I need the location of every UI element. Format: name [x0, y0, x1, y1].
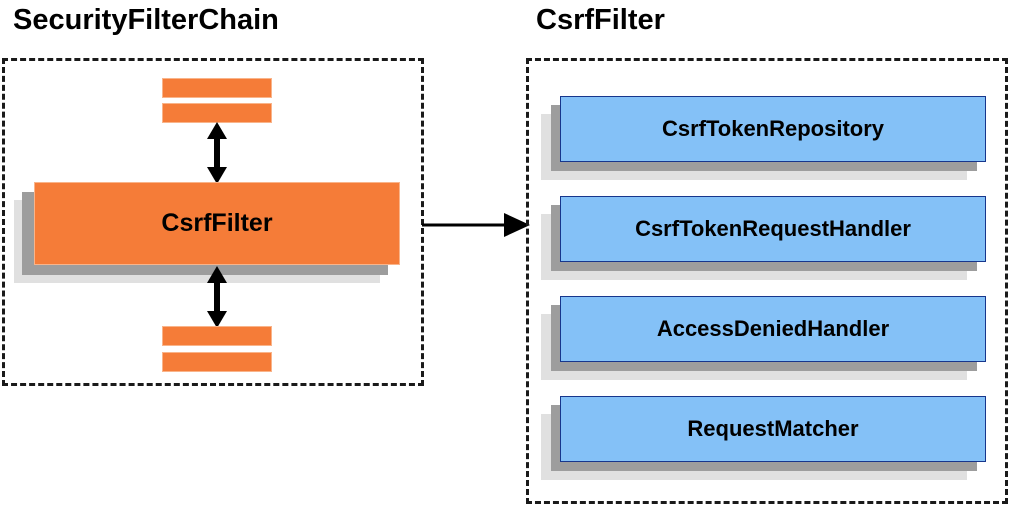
filter-bar-above-2 — [162, 103, 272, 123]
collaborator-box[interactable]: RequestMatcher — [541, 396, 1006, 496]
arrow-down-double — [207, 266, 227, 328]
collaborator-box-face[interactable]: CsrfTokenRepository — [560, 96, 986, 162]
collaborator-box-label: RequestMatcher — [687, 416, 859, 441]
csrffilter-collaborators-group — [526, 58, 1008, 504]
panel-title-securityfilterchain: SecurityFilterChain — [13, 4, 279, 36]
securityfilterchain-group — [2, 58, 424, 386]
panel-title-csrffilter: CsrfFilter — [536, 4, 665, 36]
arrow-left-to-right — [422, 213, 530, 237]
csrffilter-box-label: CsrfFilter — [161, 209, 273, 237]
collaborator-box-label: AccessDeniedHandler — [656, 316, 890, 341]
collaborator-box[interactable]: CsrfTokenRepository — [541, 96, 1006, 196]
collaborator-box-label: CsrfTokenRepository — [661, 116, 885, 141]
csrffilter-box-face[interactable]: CsrfFilter — [34, 182, 400, 265]
collaborator-box[interactable]: CsrfTokenRequestHandler — [541, 196, 1006, 296]
collaborator-box-face[interactable]: RequestMatcher — [560, 396, 986, 462]
filter-bar-above-1 — [162, 78, 272, 98]
filter-bar-below-1 — [162, 326, 272, 346]
csrffilter-box[interactable]: CsrfFilter — [14, 182, 420, 300]
collaborator-box-face[interactable]: AccessDeniedHandler — [560, 296, 986, 362]
collaborator-box[interactable]: AccessDeniedHandler — [541, 296, 1006, 396]
arrow-up-double — [207, 122, 227, 184]
collaborator-box-label: CsrfTokenRequestHandler — [635, 216, 911, 241]
collaborator-box-face[interactable]: CsrfTokenRequestHandler — [560, 196, 986, 262]
filter-bar-below-2 — [162, 352, 272, 372]
